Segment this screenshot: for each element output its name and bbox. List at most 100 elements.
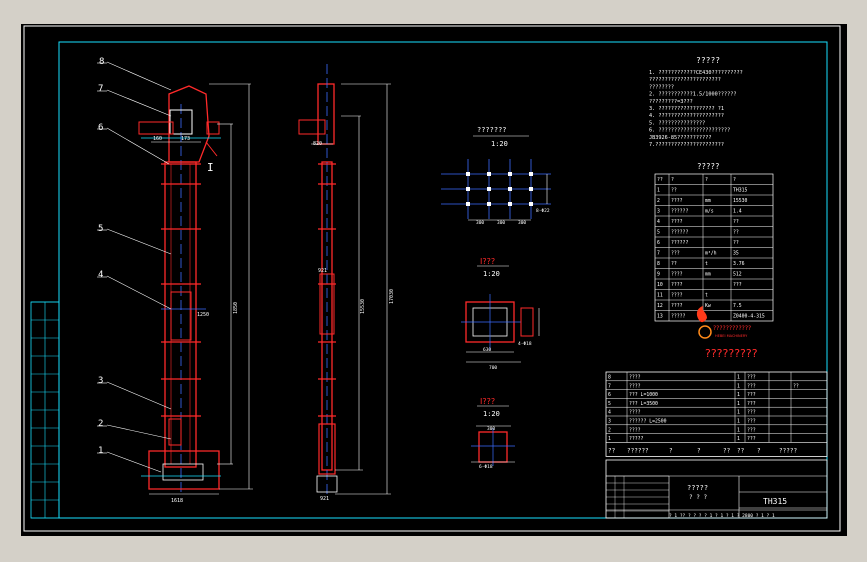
section-b-drawing — [471, 425, 515, 466]
bom-cell: 1 — [737, 383, 740, 389]
bom-cell: ???? — [629, 427, 641, 433]
params-cell: 9 — [657, 272, 660, 278]
balloon-3: 3 — [98, 376, 103, 386]
elevator-front-view — [97, 61, 253, 495]
drawing-sheet: 8 7 6 5 4 3 2 1 I 160 173 1250 1618 921 … — [21, 24, 847, 536]
note-line: ?????????=3??? — [649, 99, 693, 105]
params-title: ????? — [697, 162, 720, 171]
bom-cell: ?????? L=2500 — [629, 419, 667, 425]
balloon-4: 4 — [98, 270, 103, 280]
bom-header-cell: ?? — [723, 447, 731, 454]
elevator-side-view — [298, 64, 391, 495]
note-line: ??????????????????????? — [649, 77, 721, 83]
params-cell: t — [705, 261, 708, 267]
bom-cell: ??? — [747, 392, 756, 398]
bom-cell: 5 — [608, 401, 611, 407]
note-line: 4. ????????????????????? — [649, 113, 724, 119]
note-line: ???????? — [649, 84, 674, 90]
bom-cell: 1 — [737, 375, 740, 381]
bom-cell: ??? — [747, 436, 756, 442]
params-cell: 5 — [657, 230, 660, 236]
bom-cell: ??? — [747, 383, 756, 389]
dim-1850: 1850 — [233, 302, 239, 314]
params-cell: ?????? — [671, 209, 688, 215]
bom-cell: ??? — [747, 427, 756, 433]
dim-160: 160 — [153, 136, 162, 142]
params-cell: 7.5 — [733, 303, 742, 309]
params-cell: 3.76 — [733, 261, 745, 267]
title-block-sub: ? ? ? — [689, 494, 707, 501]
balloon-6: 6 — [98, 123, 103, 133]
note-line: 2. ???????????1.5/1000?????? — [649, 92, 736, 98]
params-cell: ?? — [733, 219, 739, 225]
cad-drawing: 8 7 6 5 4 3 2 1 I 160 173 1250 1618 921 … — [23, 25, 841, 532]
bom-cell: ??? — [747, 410, 756, 416]
params-cell: t — [705, 293, 708, 299]
bom-cell: 6 — [608, 392, 611, 398]
plan-view-grid — [441, 159, 551, 221]
params-cell: 4 — [657, 219, 660, 225]
note-line: 3. ?????????????????? ?1 — [649, 106, 724, 112]
params-cell: ??? — [671, 251, 680, 257]
dim-1618: 1618 — [171, 498, 183, 504]
bom-cell: 1 — [737, 410, 740, 416]
left-revision-strip — [30, 301, 60, 519]
bom-cell: 7 — [608, 383, 611, 389]
bom-cell: ??? — [747, 401, 756, 407]
section-b-title: I??? — [480, 397, 495, 406]
params-cell: 1.4 — [733, 209, 742, 215]
callout-I: I — [207, 161, 214, 174]
params-cell: ???? — [671, 293, 683, 299]
bom-cell: 2 — [608, 427, 611, 433]
dim-173: 173 — [181, 136, 190, 142]
params-cell: mm — [705, 273, 711, 278]
plan-bolt-note: 8-Φ22 — [536, 208, 550, 214]
bom-cell: ??? — [747, 419, 756, 425]
balloon-5: 5 — [98, 224, 103, 234]
params-cell: Z0400-4-315 — [733, 314, 765, 320]
balloon-2: 2 — [98, 419, 103, 429]
notes-title: ????? — [696, 56, 720, 65]
balloon-7: 7 — [98, 84, 103, 94]
bom-cell: 3 — [608, 419, 611, 425]
dim-921-top: 921 — [318, 268, 327, 274]
bom-cell: ??? L=1000 — [629, 392, 658, 398]
note-line: 1. ????????????CE430?????????? — [649, 70, 743, 76]
bom-cell: ??? L=3500 — [629, 401, 658, 407]
dim-820: 820 — [313, 141, 322, 147]
bill-of-materials: 8???? 1??? 7???? 1????? 6 ??? L=1000 1??? 5 ??? … — [605, 371, 828, 457]
params-cell: mm — [705, 199, 711, 204]
plan-view-title: ??????? — [477, 126, 507, 134]
bom-header-cell: ? — [669, 447, 673, 454]
bom-cell: ???? — [629, 410, 641, 416]
bom-cell: ??? — [747, 375, 756, 381]
params-cell: ? — [671, 177, 674, 183]
section-a-scale: 1:20 — [483, 270, 500, 278]
bom-header-cell: ?? — [608, 447, 616, 454]
params-cell: ?? — [733, 230, 739, 236]
params-cell: ?? — [671, 261, 677, 267]
section-a-dim-700: 700 — [489, 365, 497, 371]
bom-cell: 1 — [737, 392, 740, 398]
dim-921-bottom: 921 — [320, 496, 329, 502]
technical-notes: 1. ????????????CE430?????????? ?????????… — [649, 70, 743, 148]
params-cell: 7 — [657, 251, 660, 257]
section-a-title: I??? — [480, 257, 495, 266]
bom-cell: 8 — [608, 375, 611, 381]
params-cell: 2 — [657, 198, 660, 204]
params-cell: ?????? — [671, 230, 688, 236]
params-cell: 512 — [733, 272, 742, 278]
params-cell: 15530 — [733, 198, 748, 204]
params-cell: ???? — [671, 303, 683, 309]
section-a-dim-630: 630 — [483, 347, 491, 353]
params-cell: ?? — [657, 177, 663, 183]
params-cell: 3 — [657, 209, 660, 215]
plan-dim-1: 300 — [476, 220, 484, 226]
note-line: 5. ??????????????? — [649, 120, 705, 126]
params-cell: ?? — [671, 188, 677, 194]
drawing-number: TH315 — [763, 497, 787, 506]
params-cell: 6 — [657, 240, 660, 246]
params-cell: ????? — [671, 314, 686, 320]
bom-cell: 1 — [608, 436, 611, 442]
params-cell: ???? — [671, 282, 683, 288]
